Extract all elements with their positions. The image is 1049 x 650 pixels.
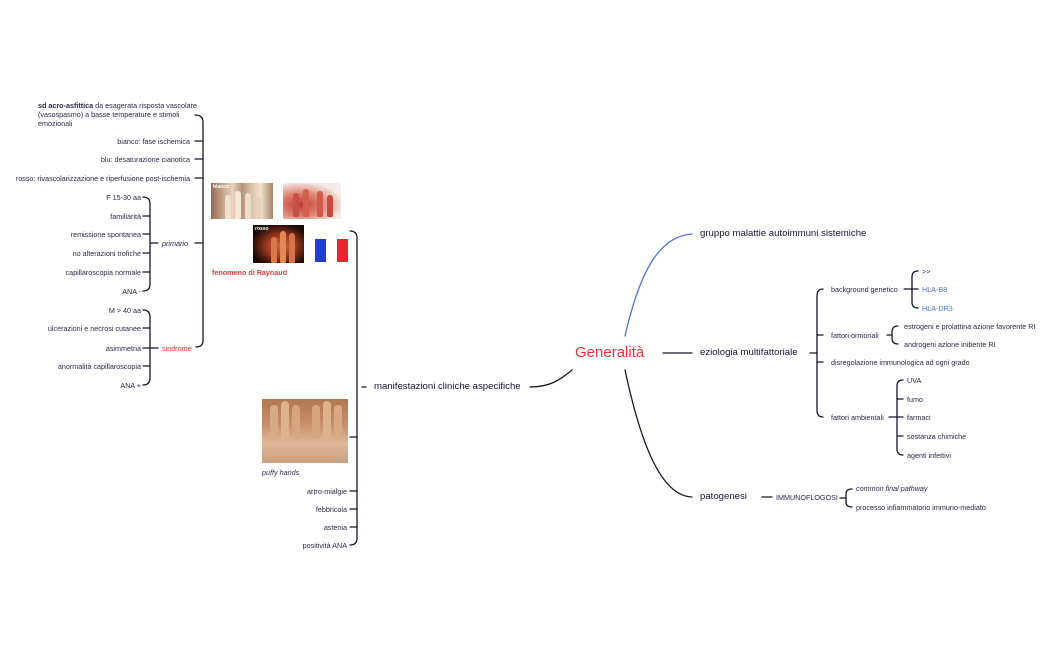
- bracket-manifestazioni-ticks: [349, 436, 358, 528]
- center-topic[interactable]: Generalità: [575, 344, 645, 361]
- finger-shape: [235, 191, 241, 219]
- finger-shape: [292, 405, 300, 439]
- connector-manifestazioni: [529, 369, 573, 388]
- node-sostanza-chimiche[interactable]: sostanza chimiche: [907, 432, 967, 441]
- bracket-primario-ticks: [142, 215, 159, 273]
- node-primario-item[interactable]: no alterazioni trofiche: [72, 249, 141, 258]
- node-processo-infiammatorio[interactable]: processo infiammatorio immuno-mediato: [856, 503, 986, 512]
- finger-shape: [317, 191, 323, 217]
- branch-manifestazioni[interactable]: manifestazioni cliniche aspecifiche: [374, 381, 521, 392]
- node-hla-dr3[interactable]: HLA-DR3: [922, 304, 953, 313]
- finger-shape: [293, 193, 299, 217]
- finger-shape: [255, 197, 261, 219]
- finger-shape: [334, 405, 342, 439]
- bracket-ormonali: [891, 325, 899, 345]
- node-immunoflogosi[interactable]: IMMUNOFLOGOSI: [776, 493, 838, 502]
- node-fattori-ambientali[interactable]: fattori ambientali: [831, 413, 884, 422]
- bracket-primario: [142, 196, 151, 292]
- finger-shape: [245, 193, 251, 219]
- bracket-raynaud-ticks: [194, 140, 204, 244]
- connector-gruppo: [624, 233, 693, 337]
- node-fumo[interactable]: fumo: [907, 395, 923, 404]
- node-primario-item[interactable]: F 15-30 aa: [106, 193, 141, 202]
- node-manifestazione-item[interactable]: artro-mialgie: [307, 487, 347, 496]
- bracket-eziologia: [816, 288, 824, 418]
- node-primario-item[interactable]: ANA -: [122, 287, 141, 296]
- connector-patogenesi: [624, 369, 693, 498]
- finger-shape: [327, 195, 333, 217]
- finger-shape: [312, 405, 320, 439]
- node-androgeni[interactable]: androgeni azione inibente RI: [904, 340, 996, 349]
- definition-bold: sd acro-asfittica: [38, 101, 94, 110]
- node-phase-bianco[interactable]: bianco: fase ischemica: [117, 137, 190, 146]
- image-raynaud-hands-red: [283, 183, 341, 219]
- node-farmaci[interactable]: farmaci: [907, 413, 931, 422]
- image-label-rosso: rosso: [255, 226, 269, 232]
- flag-stripe-white: [326, 239, 337, 262]
- finger-shape: [271, 237, 277, 263]
- image-raynaud-rosso: rosso: [253, 225, 304, 263]
- bracket-immuno: [845, 488, 853, 508]
- node-manifestazione-item[interactable]: positività ANA: [302, 541, 347, 550]
- image-label-bianco: bianco: [213, 184, 230, 190]
- finger-shape: [225, 195, 231, 219]
- node-primario[interactable]: primario: [162, 239, 188, 248]
- finger-shape: [280, 231, 286, 263]
- image-raynaud-bianco: bianco: [211, 183, 273, 219]
- node-sindrome-item[interactable]: anormalità capillaroscopia: [57, 362, 141, 371]
- finger-shape: [323, 401, 331, 439]
- bracket-eziologia-ticks: [809, 334, 824, 363]
- image-puffy-hands: [262, 399, 348, 463]
- branch-gruppo[interactable]: gruppo malattie autoimmuni sistemiche: [700, 228, 867, 239]
- node-background-genetico[interactable]: background genetico: [831, 285, 898, 294]
- bracket-raynaud: [194, 114, 204, 348]
- flag-stripe-blue: [315, 239, 326, 262]
- branch-eziologia[interactable]: eziologia multifattoriale: [700, 347, 798, 358]
- node-phase-blu[interactable]: blu: desaturazione cianotica: [100, 155, 190, 164]
- node-agenti-infettivi[interactable]: agenti infettivi: [907, 451, 951, 460]
- node-sindrome[interactable]: sindrome: [162, 344, 192, 353]
- node-sindrome-item[interactable]: ulcerazioni e necrosi cutanee: [47, 324, 141, 333]
- node-sindrome-item[interactable]: M > 40 aa: [108, 306, 141, 315]
- bracket-manifestazioni: [349, 230, 358, 546]
- node-primario-item[interactable]: familiarità: [110, 212, 141, 221]
- node-raynaud-definition[interactable]: sd acro-asfittica da esagerata risposta …: [38, 101, 208, 128]
- node-primario-item[interactable]: remissione spontanea: [70, 230, 141, 239]
- node-puffy-hands[interactable]: puffy hands: [262, 468, 300, 477]
- finger-shape: [303, 189, 309, 217]
- node-manifestazione-item[interactable]: febbricola: [315, 505, 347, 514]
- node-fenomeno-raynaud[interactable]: fenomeno di Raynaud: [212, 268, 288, 277]
- finger-shape: [289, 233, 295, 263]
- node-hla-b8[interactable]: HLA-B8: [922, 285, 948, 294]
- node-sindrome-item[interactable]: asimmetria: [105, 344, 141, 353]
- bracket-ambientali-ticks: [888, 398, 904, 437]
- flag-stripe-red: [337, 239, 348, 262]
- node-phase-rosso[interactable]: rosso: rivascolarizzazione e riperfusion…: [15, 174, 190, 183]
- node-genetico-more[interactable]: >>: [922, 267, 931, 276]
- node-primario-item[interactable]: capillaroscopia normale: [65, 268, 141, 277]
- branch-patogenesi[interactable]: patogenesi: [700, 491, 747, 502]
- node-estrogeni[interactable]: estrogeni e prolattina azione favorente …: [904, 322, 1036, 331]
- node-disregolazione[interactable]: disregolazione immunologica ad ogni grad…: [831, 358, 970, 367]
- finger-shape: [270, 405, 278, 439]
- node-fattori-ormonali[interactable]: fattori ormonali: [831, 331, 879, 340]
- bracket-sindrome-ticks: [142, 327, 159, 367]
- node-sindrome-item[interactable]: ANA +: [120, 381, 141, 390]
- node-common-final-pathway[interactable]: common final pathway: [856, 484, 928, 493]
- node-uva[interactable]: UVA: [907, 376, 922, 385]
- node-manifestazione-item[interactable]: astenia: [323, 523, 347, 532]
- finger-shape: [281, 401, 289, 439]
- french-flag-icon: [315, 239, 348, 262]
- definition-rest: da esagerata risposta vascolare (vasospa…: [38, 101, 198, 128]
